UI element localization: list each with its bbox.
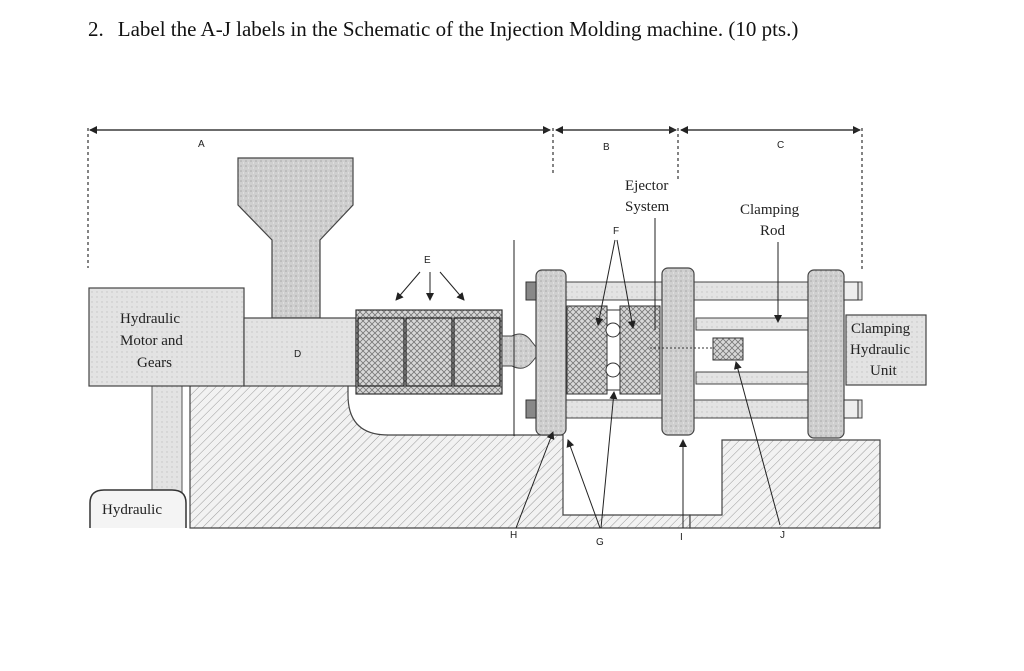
label-d: D — [294, 349, 301, 360]
mold-cavity — [606, 309, 621, 391]
rear-platen — [807, 269, 845, 439]
clamp-rod-bottom — [695, 371, 809, 385]
label-j: J — [780, 530, 785, 541]
cavity-upper — [605, 322, 621, 338]
hydraulic-pump-label: Hydraulic — [102, 502, 162, 518]
clamping-hydraulic-unit-box — [845, 314, 927, 386]
f-arrows — [595, 239, 636, 329]
ejector-system-label: Ejector System — [625, 178, 672, 215]
tie-bar-nut-2 — [525, 399, 537, 419]
question-number: 2. — [88, 17, 104, 41]
dimension-lines — [87, 126, 863, 270]
mold-right — [619, 305, 661, 395]
clamp-base — [689, 439, 881, 529]
nozzle — [501, 333, 541, 369]
question-prompt: Label the A-J labels in the Schematic of… — [117, 17, 799, 41]
heater-band-3 — [453, 317, 501, 387]
clamp-rod-top — [695, 317, 809, 331]
mold-left — [566, 305, 608, 395]
clamping-rod-label: Clamping Rod — [740, 202, 803, 239]
label-h: H — [510, 530, 517, 541]
label-i: I — [680, 532, 683, 543]
label-f: F — [613, 226, 619, 237]
tie-bar-nut-1 — [525, 281, 537, 301]
clamping-hydraulic-unit-label: Clamping Hydraulic Unit — [850, 321, 914, 379]
ejector-block — [712, 337, 744, 361]
heater-band-1 — [357, 317, 405, 387]
hydraulic-pump-box — [89, 489, 187, 528]
label-c: C — [777, 140, 784, 151]
stationary-platen — [535, 269, 567, 436]
hopper — [237, 157, 354, 319]
tie-bar-nut-3 — [843, 281, 859, 301]
e-arrows — [395, 271, 465, 301]
h-arrow — [515, 431, 555, 529]
j-arrow — [733, 361, 781, 526]
question-text: 2. Label the A-J labels in the Schematic … — [88, 17, 798, 42]
cavity-lower — [605, 362, 621, 378]
label-e: E — [424, 255, 431, 266]
label-g: G — [596, 537, 604, 548]
heater-band-2 — [405, 317, 453, 387]
label-b: B — [603, 142, 610, 153]
moving-platen — [661, 267, 695, 436]
g-arrows — [566, 391, 618, 529]
hydraulic-motor-box — [88, 287, 245, 387]
tie-bar-nut-4 — [843, 399, 859, 419]
label-a: A — [198, 139, 205, 150]
machine-base — [189, 384, 691, 529]
hydraulic-motor-label: Hydraulic Motor and Gears — [120, 311, 187, 371]
pump-pedestal — [151, 384, 183, 496]
injection-housing — [243, 317, 357, 387]
